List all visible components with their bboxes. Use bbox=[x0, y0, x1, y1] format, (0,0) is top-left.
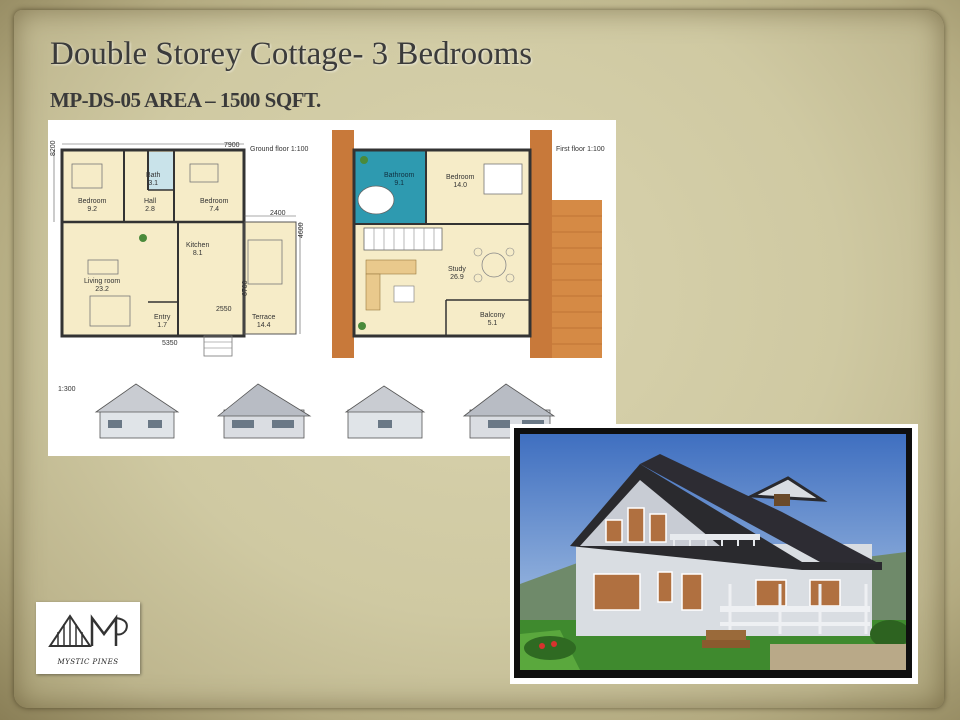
slide-title: Double Storey Cottage- 3 Bedrooms bbox=[50, 36, 533, 72]
logo-text: MYSTIC PINES bbox=[57, 658, 119, 666]
room-area: 1.7 bbox=[157, 322, 168, 329]
room-name: Bathroom bbox=[384, 172, 415, 179]
room-kitchen: Kitchen 8.1 bbox=[186, 242, 209, 258]
room-name: Living room bbox=[84, 278, 121, 285]
mystic-pines-logo: MYSTIC PINES bbox=[36, 602, 140, 674]
room-area: 2.8 bbox=[145, 206, 155, 213]
dim-bottom: 5350 bbox=[162, 340, 178, 347]
room-name: Balcony bbox=[480, 312, 505, 319]
first-floor-plan bbox=[332, 130, 602, 358]
floor-plan-image: Ground floor 1:100 7900 8200 2400 4600 6… bbox=[48, 120, 616, 456]
room-bedroom-2: Bedroom 7.4 bbox=[200, 198, 228, 214]
room-bath: Bath 3.1 bbox=[146, 172, 160, 188]
elevation-scale-label: 1:300 bbox=[58, 386, 76, 393]
dim-terrace-width: 2400 bbox=[270, 210, 286, 217]
room-name: Terrace bbox=[252, 314, 276, 321]
elevation-side-1 bbox=[216, 383, 312, 439]
dim-terrace-height: 4600 bbox=[298, 222, 305, 238]
ground-floor-plan bbox=[53, 143, 301, 357]
room-area: 5.1 bbox=[487, 320, 498, 327]
dim-left: 8200 bbox=[50, 140, 57, 156]
room-name: Kitchen bbox=[186, 242, 210, 249]
room-living: Living room 23.2 bbox=[84, 278, 120, 294]
slide-subtitle: MP-DS-05 AREA – 1500 SQFT. bbox=[50, 88, 321, 112]
room-area: 8.1 bbox=[192, 250, 203, 257]
room-name: Entry bbox=[154, 314, 171, 321]
room-area: 9.1 bbox=[394, 180, 405, 187]
floor-plan-drawing bbox=[53, 130, 602, 439]
room-area: 14.0 bbox=[453, 182, 468, 189]
room-name: Study bbox=[448, 266, 466, 273]
room-bedroom-1: Bedroom 9.2 bbox=[78, 198, 106, 214]
house-photo bbox=[520, 434, 906, 670]
first-floor-scale-label: First floor 1:100 bbox=[556, 146, 605, 153]
dim-mid: 6700 bbox=[242, 280, 249, 296]
ground-floor-scale-label: Ground floor 1:100 bbox=[250, 146, 309, 153]
room-terrace: Terrace 14.4 bbox=[252, 314, 275, 330]
room-entry: Entry 1.7 bbox=[154, 314, 170, 330]
room-name: Bath bbox=[146, 172, 161, 179]
room-study: Study 26.9 bbox=[448, 266, 466, 282]
room-area: 3.1 bbox=[148, 180, 159, 187]
room-name: Bedroom bbox=[200, 198, 229, 205]
room-name: Hall bbox=[144, 198, 157, 205]
room-area: 26.9 bbox=[450, 274, 464, 281]
logo-mark bbox=[48, 614, 128, 647]
room-area: 23.2 bbox=[95, 286, 109, 293]
elevations bbox=[94, 383, 556, 439]
room-balcony: Balcony 5.1 bbox=[480, 312, 505, 328]
room-area: 7.4 bbox=[209, 206, 220, 213]
elevation-back bbox=[344, 385, 426, 439]
room-hall: Hall 2.8 bbox=[144, 198, 156, 214]
room-bathroom: Bathroom 9.1 bbox=[384, 172, 414, 188]
room-name: Bedroom bbox=[446, 174, 475, 181]
elevation-front bbox=[94, 383, 180, 439]
house-photo-frame bbox=[510, 424, 918, 684]
dim-inner: 2550 bbox=[216, 306, 232, 313]
dim-top: 7900 bbox=[224, 142, 240, 149]
room-name: Bedroom bbox=[78, 198, 107, 205]
room-area: 14.4 bbox=[256, 322, 271, 329]
room-area: 9.2 bbox=[87, 206, 98, 213]
room-bedroom-upper: Bedroom 14.0 bbox=[446, 174, 474, 190]
